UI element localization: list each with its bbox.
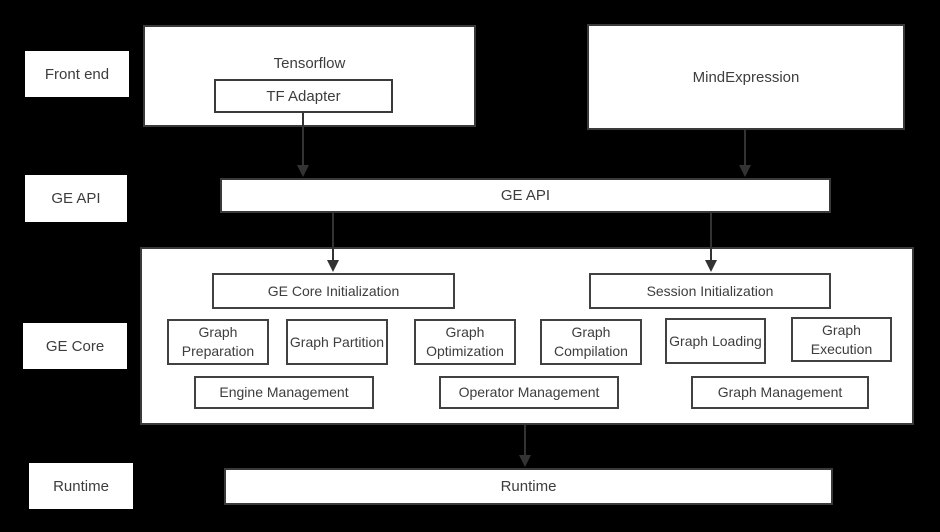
arrow-ge-api-to-ge-core-initialization: [327, 213, 339, 272]
ge-core-initialization-label: GE Core Initialization: [267, 282, 400, 299]
graph-compilation-label: Graph Compilation: [554, 324, 628, 359]
engine-management-label: Engine Management: [219, 384, 349, 401]
engine-management-box: Engine Management: [194, 376, 374, 409]
layer-label-ge-core: GE Core: [23, 323, 127, 369]
ge-api-label: GE API: [500, 187, 551, 204]
mindexpression-label: MindExpression: [692, 68, 800, 86]
operator-management-box: Operator Management: [439, 376, 619, 409]
tf-adapter-label: TF Adapter: [266, 87, 341, 105]
graph-optimization-label: Graph Optimization: [426, 324, 504, 359]
runtime-label: Runtime: [500, 478, 557, 495]
layer-label-text: GE Core: [45, 337, 105, 355]
arrow-ge-api-to-session-initialization: [705, 213, 717, 272]
ge-core-initialization-box: GE Core Initialization: [212, 273, 455, 309]
graph-compilation-box: Graph Compilation: [540, 319, 642, 365]
arrow-tf-adapter-to-ge-api: [297, 113, 309, 177]
layer-label-text: Front end: [44, 65, 110, 83]
arrow-ge-core-to-runtime: [519, 425, 531, 467]
layer-label-front-end: Front end: [25, 51, 129, 97]
layer-label-text: GE API: [51, 190, 101, 207]
graph-management-label: Graph Management: [717, 384, 843, 401]
graph-preparation-box: Graph Preparation: [167, 319, 269, 365]
graph-optimization-box: Graph Optimization: [414, 319, 516, 365]
arrow-mindexpression-to-ge-api: [739, 130, 751, 177]
session-initialization-box: Session Initialization: [589, 273, 831, 309]
layer-label-runtime: Runtime: [29, 463, 133, 509]
graph-loading-label: Graph Loading: [669, 332, 762, 349]
session-initialization-label: Session Initialization: [646, 282, 774, 299]
tf-adapter-box: TF Adapter: [214, 79, 393, 113]
ge-api-box: GE API: [220, 178, 831, 213]
graph-preparation-label: Graph Preparation: [181, 324, 255, 359]
graph-management-box: Graph Management: [691, 376, 869, 409]
layer-label-text: Runtime: [53, 477, 109, 495]
graph-execution-label: Graph Execution: [810, 321, 873, 357]
operator-management-label: Operator Management: [458, 384, 600, 401]
graph-execution-box: Graph Execution: [791, 317, 892, 362]
graph-loading-box: Graph Loading: [665, 318, 766, 364]
tensorflow-label: Tensorflow: [273, 55, 346, 72]
graph-partition-box: Graph Partition: [286, 319, 388, 365]
layer-label-ge-api: GE API: [25, 175, 127, 222]
runtime-box: Runtime: [224, 468, 833, 505]
graph-partition-label: Graph Partition: [289, 333, 385, 350]
mindexpression-box: MindExpression: [587, 24, 905, 130]
